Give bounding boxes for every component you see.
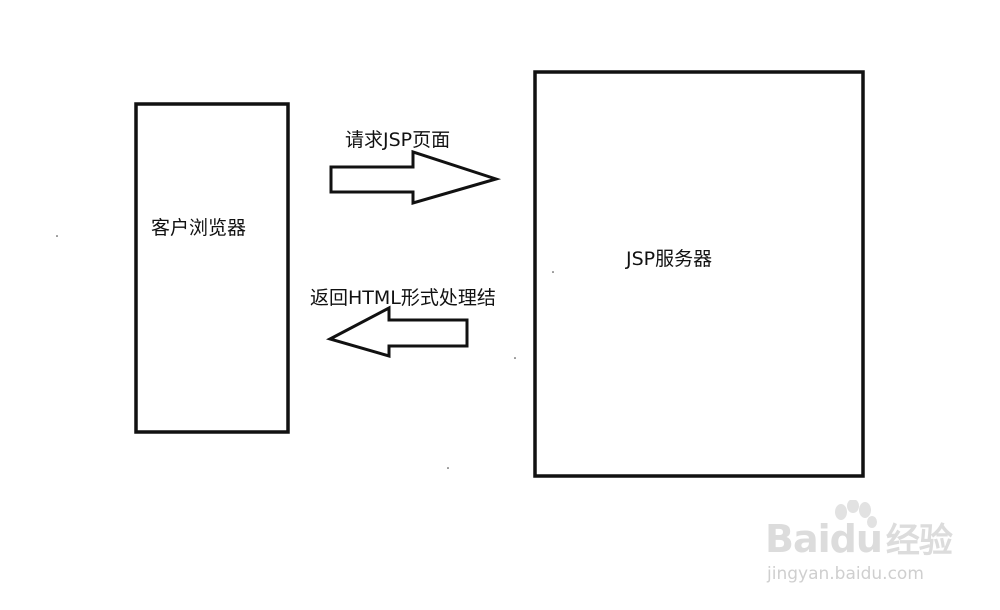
response-arrow	[325, 305, 469, 358]
paw-icon	[835, 500, 877, 528]
request-label: 请求JSP页面	[345, 129, 451, 151]
stray-dot	[447, 467, 449, 469]
response-label: 返回HTML形式处理结	[310, 287, 496, 309]
stray-dot	[56, 235, 58, 237]
stray-dot	[514, 357, 516, 359]
client-browser-label: 客户浏览器	[151, 217, 247, 239]
watermark-url: jingyan.baidu.com	[767, 564, 924, 584]
client-browser-box	[134, 102, 290, 434]
watermark-brand-suffix: 经验	[885, 521, 953, 561]
stray-dot	[552, 271, 554, 273]
request-arrow	[329, 149, 502, 205]
jsp-server-label: JSP服务器	[626, 248, 713, 270]
jsp-server-box	[533, 70, 865, 478]
watermark-brand-text: Baidu	[765, 517, 883, 561]
